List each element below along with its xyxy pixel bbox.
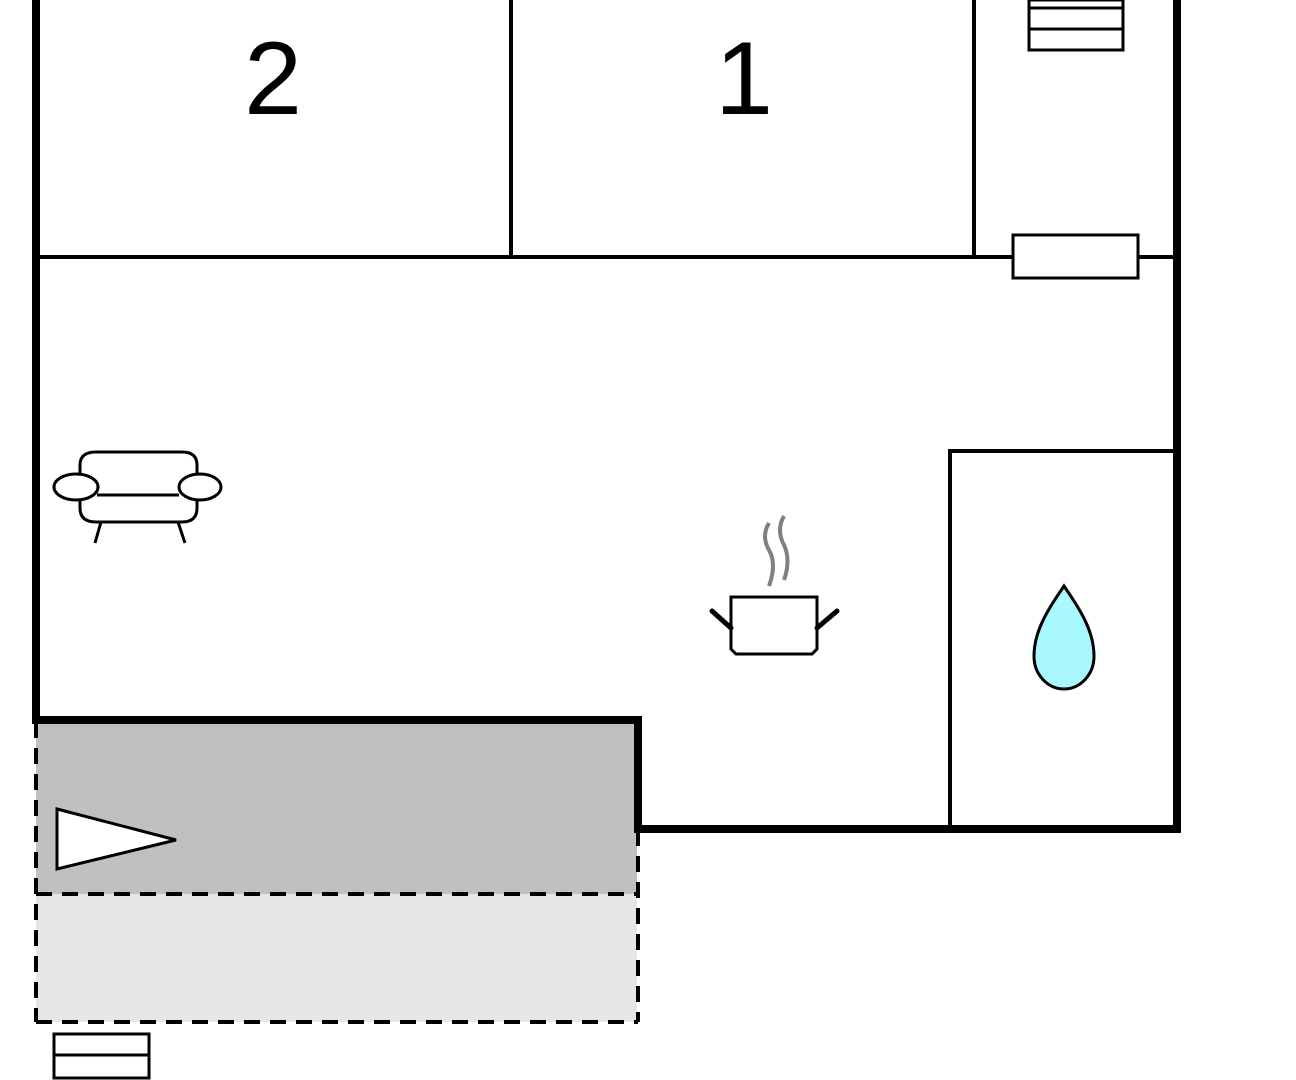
- window-icon: [1011, 233, 1140, 280]
- outer-wall: [32, 0, 1181, 833]
- covered-terrace: [36, 720, 637, 894]
- room-label-2: 2: [244, 21, 302, 137]
- sofa-icon: [52, 450, 223, 544]
- water-drop-icon: [1032, 583, 1096, 691]
- entrance-steps-icon: [52, 1032, 151, 1080]
- terrace-dashed-outline: [34, 722, 640, 1024]
- entrance-arrow-icon: [55, 807, 177, 871]
- open-terrace: [36, 894, 637, 1022]
- stairs-icon: [1027, 0, 1125, 52]
- cooking-pot-icon: [709, 515, 840, 656]
- interior-walls: [36, 0, 1177, 829]
- room-label-1: 1: [715, 21, 773, 137]
